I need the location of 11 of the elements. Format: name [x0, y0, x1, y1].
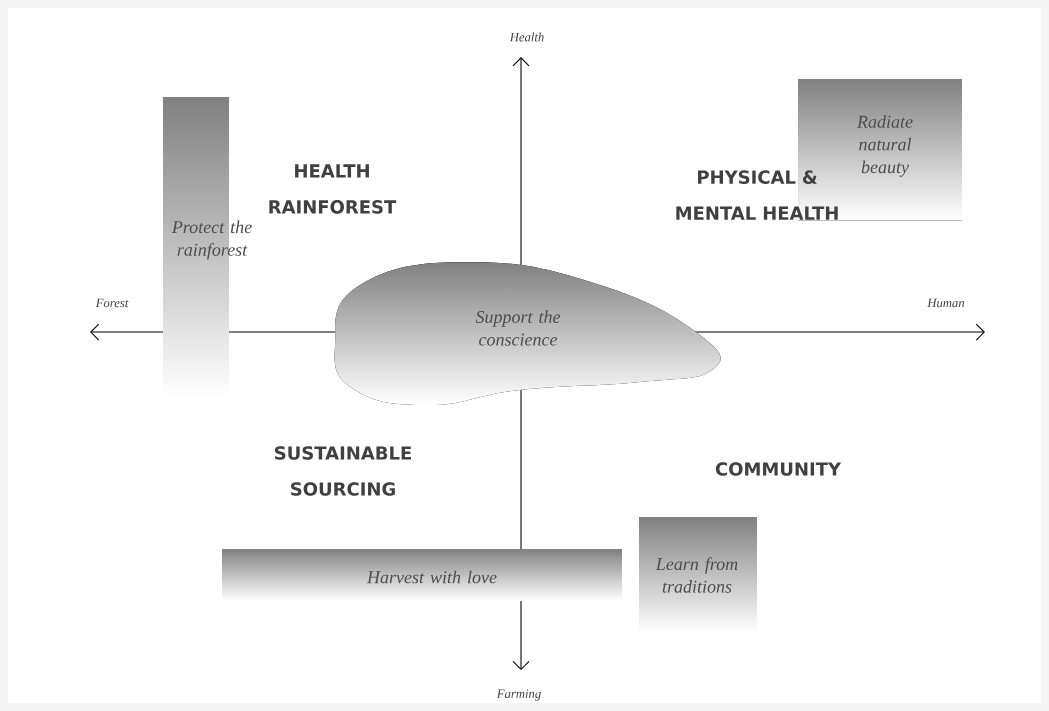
- horizontal-bar: Harvest with love: [222, 549, 622, 601]
- quadrant-heading: HEALTH RAINFOREST: [269, 164, 397, 214]
- quadrant-heading: SUSTAINABLE SOURCING: [275, 446, 411, 496]
- quadrant-heading: PHYSICAL & MENTAL HEALTH: [676, 170, 838, 220]
- axis-label: Health: [509, 32, 544, 42]
- shaded-box: Learn from traditions: [639, 517, 757, 633]
- axis-label: Forest: [95, 298, 129, 308]
- vertical-bar: Protect the rainforest: [163, 97, 252, 400]
- axis-label: Farming: [496, 689, 541, 701]
- quadrant-heading: COMMUNITY: [715, 462, 842, 476]
- axis-label: Human: [927, 298, 965, 308]
